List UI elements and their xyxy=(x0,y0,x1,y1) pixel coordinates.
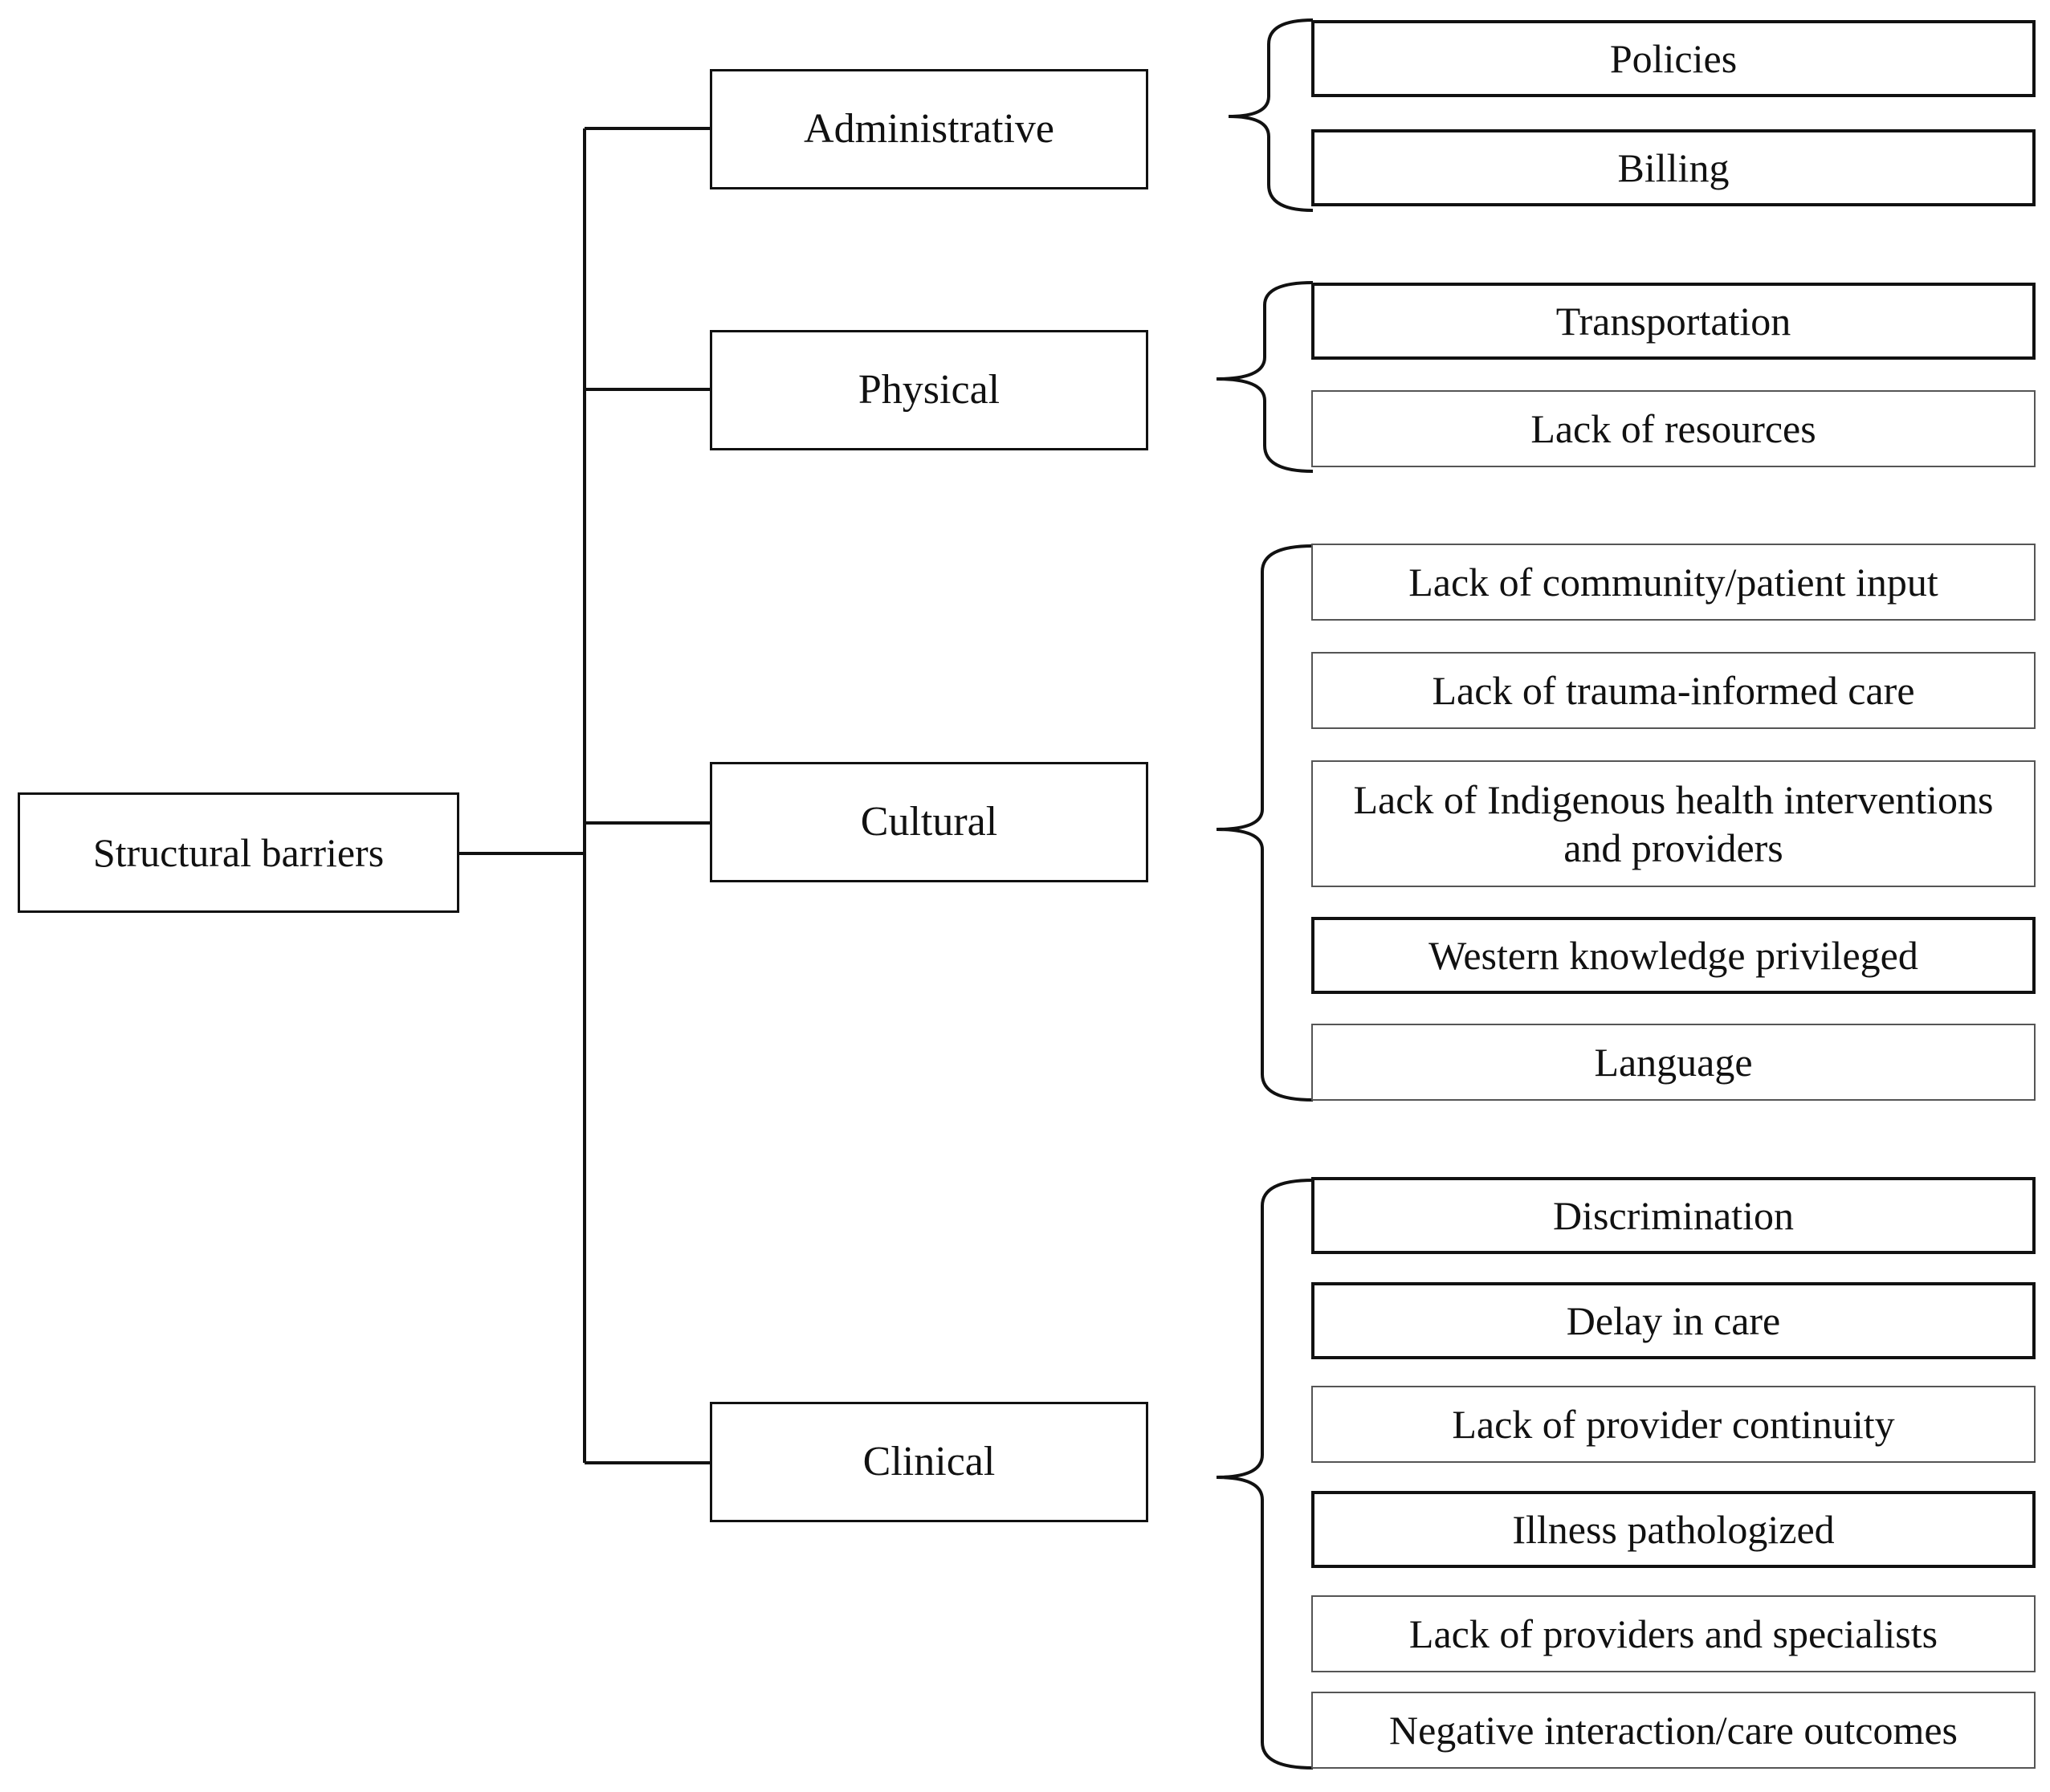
item-label: Lack of provider continuity xyxy=(1452,1402,1895,1447)
category-cultural: Cultural xyxy=(710,762,1148,882)
item-community-input: Lack of community/patient input xyxy=(1311,544,2036,621)
item-label: Language xyxy=(1594,1040,1753,1085)
item-provider-continuity: Lack of provider continuity xyxy=(1311,1386,2036,1463)
category-physical: Physical xyxy=(710,330,1148,450)
item-label: Delay in care xyxy=(1566,1298,1781,1343)
category-label: Clinical xyxy=(862,1438,996,1485)
root-label: Structural barriers xyxy=(92,830,385,875)
item-label: Negative interaction/care outcomes xyxy=(1388,1708,1958,1753)
item-delay-in-care: Delay in care xyxy=(1311,1282,2036,1359)
brace-clinical xyxy=(1216,1179,1314,1770)
category-label: Administrative xyxy=(804,105,1054,152)
item-label: Lack of providers and specialists xyxy=(1408,1611,1938,1656)
brace-physical xyxy=(1216,281,1314,473)
category-label: Cultural xyxy=(860,798,998,845)
item-label: Discrimination xyxy=(1553,1193,1794,1238)
item-language: Language xyxy=(1311,1024,2036,1101)
item-label: Western knowledge privileged xyxy=(1428,933,1918,978)
brace-administrative xyxy=(1228,18,1314,212)
item-label: Lack of resources xyxy=(1530,406,1816,451)
item-trauma-informed-care: Lack of trauma-informed care xyxy=(1311,652,2036,729)
item-negative-interaction: Negative interaction/care outcomes xyxy=(1311,1692,2036,1769)
category-administrative: Administrative xyxy=(710,69,1148,189)
item-label: Billing xyxy=(1617,145,1730,190)
brace-cultural xyxy=(1216,544,1314,1102)
item-lack-of-resources: Lack of resources xyxy=(1311,390,2036,467)
item-label: Lack of community/patient input xyxy=(1408,560,1938,605)
category-label: Physical xyxy=(858,366,1001,413)
root-node: Structural barriers xyxy=(18,792,459,913)
item-illness-pathologized: Illness pathologized xyxy=(1311,1491,2036,1568)
item-discrimination: Discrimination xyxy=(1311,1177,2036,1254)
item-label: Lack of Indigenous health interventions … xyxy=(1353,777,1994,870)
category-clinical: Clinical xyxy=(710,1402,1148,1522)
item-label: Policies xyxy=(1609,36,1738,81)
item-label: Lack of trauma-informed care xyxy=(1432,668,1915,713)
item-indigenous-health: Lack of Indigenous health interventions … xyxy=(1311,760,2036,887)
item-billing: Billing xyxy=(1311,129,2036,206)
item-transportation: Transportation xyxy=(1311,283,2036,360)
item-label: Illness pathologized xyxy=(1512,1507,1835,1552)
item-western-knowledge: Western knowledge privileged xyxy=(1311,917,2036,994)
item-label: Transportation xyxy=(1555,299,1791,344)
item-policies: Policies xyxy=(1311,20,2036,97)
item-providers-specialists: Lack of providers and specialists xyxy=(1311,1595,2036,1672)
